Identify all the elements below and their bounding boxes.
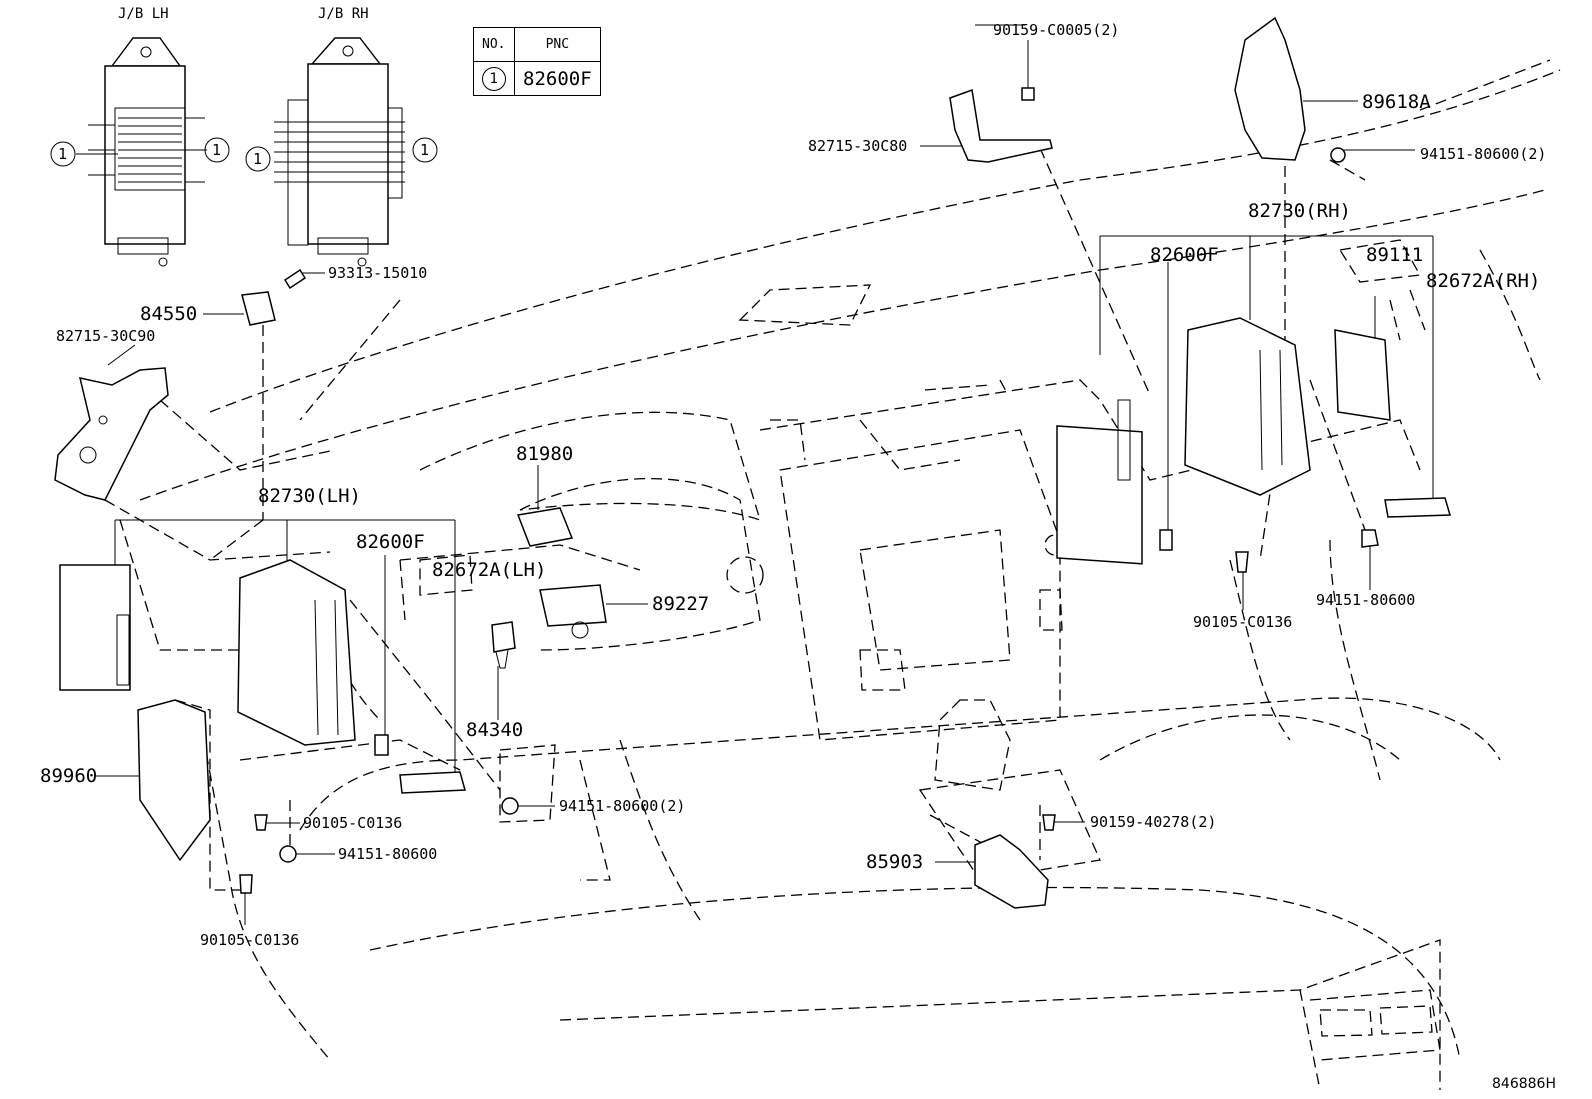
screw-90105-c0136-rh	[1235, 551, 1249, 573]
screw-90105-c0136-bot	[239, 874, 253, 894]
callout-circle	[204, 137, 230, 163]
module-89960	[137, 699, 211, 862]
label-84550: 84550	[140, 303, 198, 325]
clip-84550	[241, 291, 276, 326]
nut-94151-80600-rh	[1361, 529, 1379, 548]
label-82715-30c90: 82715-30C90	[56, 327, 156, 345]
screw-90159-c0005	[1021, 87, 1035, 101]
label-94151-80600-rh: 94151-80600	[1316, 591, 1416, 609]
pnc-row-pnc: 82600F	[514, 61, 601, 96]
label-89111: 89111	[1366, 244, 1424, 266]
label-89227: 89227	[652, 593, 710, 615]
pnc-table-row: 1 82600F	[473, 61, 601, 96]
jb-rh-label: J/B RH	[318, 6, 369, 22]
label-82672a-rh: 82672A(RH)	[1426, 270, 1541, 292]
screw-90105-c0136-mid	[254, 814, 268, 831]
module-89618a	[1234, 16, 1306, 161]
label-90105-c0136-rh: 90105-C0136	[1193, 613, 1293, 631]
label-81980: 81980	[516, 443, 574, 465]
pnc-callout-circle: 1	[482, 66, 506, 91]
pnc-table: NO. PNC 1 82600F	[473, 27, 601, 96]
label-82600f-lh: 82600F	[356, 531, 425, 553]
label-82730-lh: 82730(LH)	[258, 485, 361, 507]
module-89227	[539, 584, 607, 627]
cover-82672a-rh	[1384, 497, 1451, 518]
clip-82600f-lh	[374, 734, 389, 756]
pnc-row-no: 1	[473, 61, 515, 96]
label-82730-rh: 82730(RH)	[1248, 200, 1351, 222]
module-89111	[1334, 329, 1391, 421]
cover-82672a-lh	[399, 771, 466, 794]
junction-82730-lh	[237, 559, 356, 746]
callout-circle	[50, 141, 76, 167]
screw-93313-15010	[283, 268, 307, 290]
junction-82730-rh	[1184, 317, 1311, 496]
label-94151-80600-low: 94151-80600	[338, 845, 438, 863]
label-82715-30c80: 82715-30C80	[808, 137, 908, 155]
screw-90159-40278	[1042, 814, 1056, 831]
label-90105-c0136-mid: 90105-C0136	[303, 814, 403, 832]
nut-94151-80600-low	[279, 845, 297, 863]
label-82672a-lh: 82672A(LH)	[432, 559, 547, 581]
label-94151-80600-2-mid: 94151-80600(2)	[559, 797, 686, 815]
label-82600f-rh: 82600F	[1150, 244, 1219, 266]
callout-1-rh-right: 1	[420, 141, 430, 159]
label-90105-c0136-bot: 90105-C0136	[200, 931, 300, 949]
ecu-82600f-lh	[59, 564, 131, 691]
solid-leaders	[95, 24, 1434, 925]
junction-block-rh-drawing	[274, 37, 405, 267]
label-94151-80600-2-top: 94151-80600(2)	[1420, 145, 1547, 163]
callout-1-lh-left: 1	[58, 145, 68, 163]
pnc-table-header: NO. PNC	[473, 27, 601, 62]
callout-1-lh-right: 1	[212, 141, 222, 159]
clip-82600f-rh	[1159, 529, 1173, 551]
label-89960: 89960	[40, 765, 98, 787]
label-84340: 84340	[466, 719, 524, 741]
switch-84340	[491, 621, 516, 653]
jb-lh-label: J/B LH	[118, 6, 169, 22]
junction-block-lh-drawing	[76, 37, 207, 267]
callout-circle	[245, 146, 271, 172]
label-90159-c0005: 90159-C0005(2)	[993, 21, 1120, 39]
callout-circle	[412, 137, 438, 163]
label-93313-15010: 93313-15010	[328, 264, 428, 282]
nut-94151-80600-mid	[501, 797, 519, 815]
module-85903	[974, 834, 1049, 909]
nut-94151-80600	[1330, 147, 1346, 163]
label-89618a: 89618A	[1362, 91, 1431, 113]
pnc-col-no: NO.	[473, 27, 515, 62]
drawing-code: 846886H	[1492, 1076, 1556, 1092]
relay-81980	[516, 507, 574, 547]
label-85903: 85903	[866, 851, 924, 873]
bracket-82715-30c90	[54, 367, 169, 501]
ecu-82600f-rh	[1056, 425, 1143, 565]
pnc-col-pnc: PNC	[514, 27, 601, 62]
label-90159-40278: 90159-40278(2)	[1090, 813, 1217, 831]
bracket-82715-30c80	[949, 88, 1053, 163]
callout-1-rh-left: 1	[253, 150, 263, 168]
